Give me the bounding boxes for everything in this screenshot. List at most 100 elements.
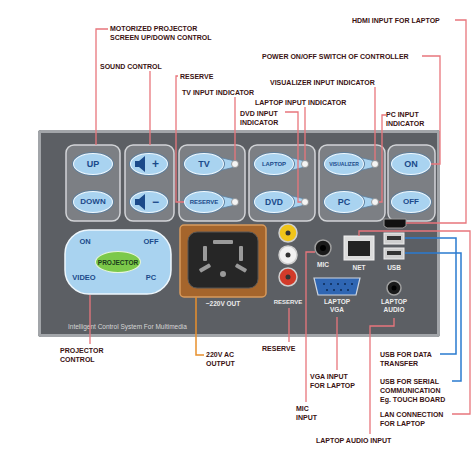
projector-pad: ONOFFVIDEOPCPROJECTOR [64, 229, 172, 295]
button-label: LAPTOP [262, 161, 286, 167]
leader-line [96, 29, 108, 145]
power-outlet [180, 225, 266, 297]
usb-port [384, 248, 404, 259]
leader-line [406, 20, 466, 223]
leader-line [379, 115, 386, 202]
port-label: LAPTOP VGA [322, 298, 352, 314]
callout-label: USB FOR SERIAL COMMUNICATION Eg. TOUCH B… [380, 377, 452, 404]
callout-label: HDMI INPUT FOR LAPTOP [352, 16, 440, 25]
control-button: TV [184, 153, 224, 175]
callout-label: TV INPUT INDICATOR [182, 88, 254, 97]
button-frame [179, 145, 245, 221]
button-label: TV [198, 160, 210, 169]
indicator-led [232, 199, 239, 206]
callout-label: PC INPUT INDICATOR [386, 110, 434, 128]
rca-jack [279, 224, 297, 242]
jack-hole [320, 245, 326, 251]
vga-pin [340, 289, 342, 291]
control-button: DVD [254, 191, 294, 213]
button-frame [66, 145, 120, 221]
rca-jack [279, 268, 297, 286]
vga-pin [333, 289, 335, 291]
button-label: VISUALIZER [329, 162, 359, 167]
button-label: DOWN [80, 198, 105, 206]
leader-line [336, 317, 337, 370]
hdmi-port [384, 219, 406, 228]
port-label: LAPTOP AUDIO [379, 298, 409, 314]
button-label: OFF [403, 198, 419, 206]
leader-line [285, 112, 301, 202]
callout-label: PROJECTOR CONTROL [60, 346, 120, 364]
callout-label: LAPTOP AUDIO INPUT [316, 436, 391, 445]
leader-line [234, 97, 235, 160]
socket-slot [213, 240, 233, 244]
button-frame [319, 145, 385, 221]
vga-pin [347, 289, 349, 291]
leader-line [374, 87, 375, 160]
socket-slot [199, 263, 211, 272]
vga-pin [337, 283, 339, 285]
control-button: LAPTOP [254, 153, 294, 175]
socket-slot [203, 246, 207, 261]
port-label: MIC [309, 261, 337, 269]
pad-shape [65, 230, 171, 294]
mic-jack [315, 240, 331, 256]
callout-label: LAN CONNECTION FOR LAPTOP [380, 410, 452, 428]
callout-label: POWER ON/OFF SWITCH OF CONTROLLER [262, 52, 409, 61]
leader-line [288, 308, 289, 342]
callout-label: DVD INPUT INDICATOR [240, 109, 285, 127]
vga-pin [326, 289, 328, 291]
port-label: ~220V OUT [180, 300, 266, 308]
callout-label: 220V AC OUTPUT [206, 350, 248, 368]
port-label: RESERVE [267, 298, 309, 306]
control-button: PC [324, 191, 364, 213]
button-label: + [139, 158, 159, 170]
socket-slot [235, 263, 247, 272]
button-label: ON [404, 160, 418, 169]
control-button: RESERVE [184, 191, 224, 213]
vga-port [314, 278, 360, 295]
socket-slot [239, 246, 243, 261]
leader-line [359, 231, 470, 414]
callout-label: VISUALIZER INPUT INDICATOR [270, 78, 375, 87]
button-label: UP [87, 160, 100, 169]
callout-label: LAPTOP INPUT INDICATOR [255, 98, 346, 107]
leader-line [304, 107, 305, 160]
callout-label: SOUND CONTROL [100, 62, 162, 71]
callout-label: RESERVE [180, 72, 213, 81]
leader-line [149, 71, 150, 145]
leader-line [196, 297, 204, 355]
button-label: − [139, 196, 159, 208]
rca-hole [286, 231, 291, 236]
pad-button-label: VIDEO [67, 273, 101, 282]
button-label: RESERVE [190, 199, 219, 205]
leader-line [89, 295, 90, 344]
rca-jack [279, 246, 297, 264]
button-label: PROJECTOR [98, 259, 138, 266]
usb-port [384, 233, 404, 244]
callout-label: MOTORIZED PROJECTOR SCREEN UP/DOWN CONTR… [110, 24, 222, 42]
leader-line [306, 252, 315, 402]
port-label: USB [380, 264, 408, 272]
pad-button-label: ON [70, 237, 100, 246]
control-button: VISUALIZER [324, 153, 364, 175]
button-label: PC [338, 198, 351, 207]
jack-hole [392, 286, 397, 291]
usb-tongue [387, 251, 401, 255]
port-label: NET [344, 264, 374, 272]
callout-label: VGA INPUT FOR LAPTOP [310, 372, 356, 390]
control-button: + [130, 153, 168, 175]
indicator-led [372, 161, 379, 168]
vga-pin [351, 283, 353, 285]
button-frame [388, 145, 435, 221]
control-button: UP [73, 153, 113, 175]
button-frame [125, 145, 174, 221]
audio-jack [387, 281, 401, 295]
vga-pin [330, 283, 332, 285]
button-label: DVD [265, 198, 283, 207]
indicator-led [302, 161, 309, 168]
leader-line [422, 56, 440, 164]
speaker-symbol [135, 156, 145, 172]
rca-hole [286, 253, 291, 258]
pad-button-label: OFF [136, 237, 166, 246]
